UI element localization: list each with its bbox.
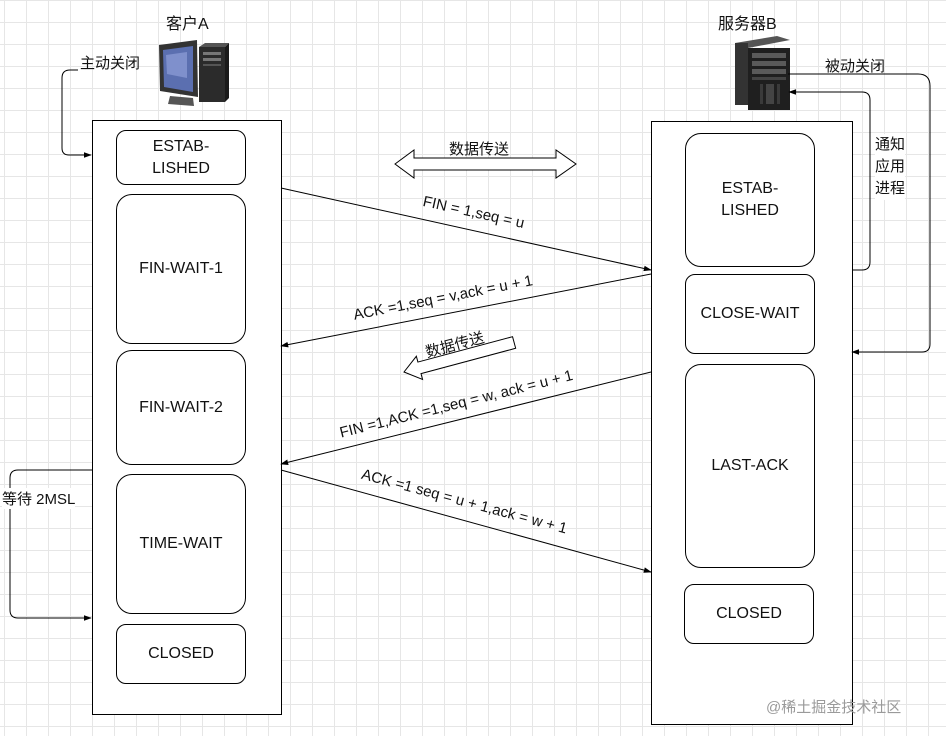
- server-computer-icon: [735, 36, 790, 110]
- data-transfer-left-arrow: [403, 336, 517, 381]
- client-state-time-wait: TIME-WAIT: [116, 474, 246, 614]
- active-close-label: 主动关闭: [80, 55, 141, 72]
- wait-2msl-label: 等待 2MSL: [2, 488, 76, 509]
- data-transfer-label-1: 数据传送: [449, 141, 510, 158]
- data-transfer-double-arrow: [394, 149, 577, 179]
- server-state-closed: CLOSED: [684, 584, 814, 644]
- server-state-last-ack: LAST-ACK: [685, 364, 815, 568]
- server-title: 服务器B: [718, 16, 777, 33]
- server-state-close-wait: CLOSE-WAIT: [685, 274, 815, 354]
- fin-arrow: [280, 187, 652, 272]
- fin-ack-arrow: [280, 371, 652, 465]
- client-computer-icon: [159, 40, 229, 106]
- client-title: 客户A: [166, 16, 209, 33]
- passive-close-label: 被动关闭: [825, 58, 886, 75]
- ack-arrow: [280, 273, 652, 348]
- server-state-established: ESTAB- LISHED: [685, 133, 815, 267]
- watermark: @稀土掘金技术社区: [766, 699, 902, 716]
- client-state-fin-wait-1: FIN-WAIT-1: [116, 194, 246, 344]
- last-ack-arrow: [280, 469, 652, 573]
- client-state-closed: CLOSED: [116, 624, 246, 684]
- notify-app-label: 通知 应用 进程: [875, 134, 906, 200]
- client-state-established: ESTAB- LISHED: [116, 130, 246, 185]
- client-state-fin-wait-2: FIN-WAIT-2: [116, 350, 246, 465]
